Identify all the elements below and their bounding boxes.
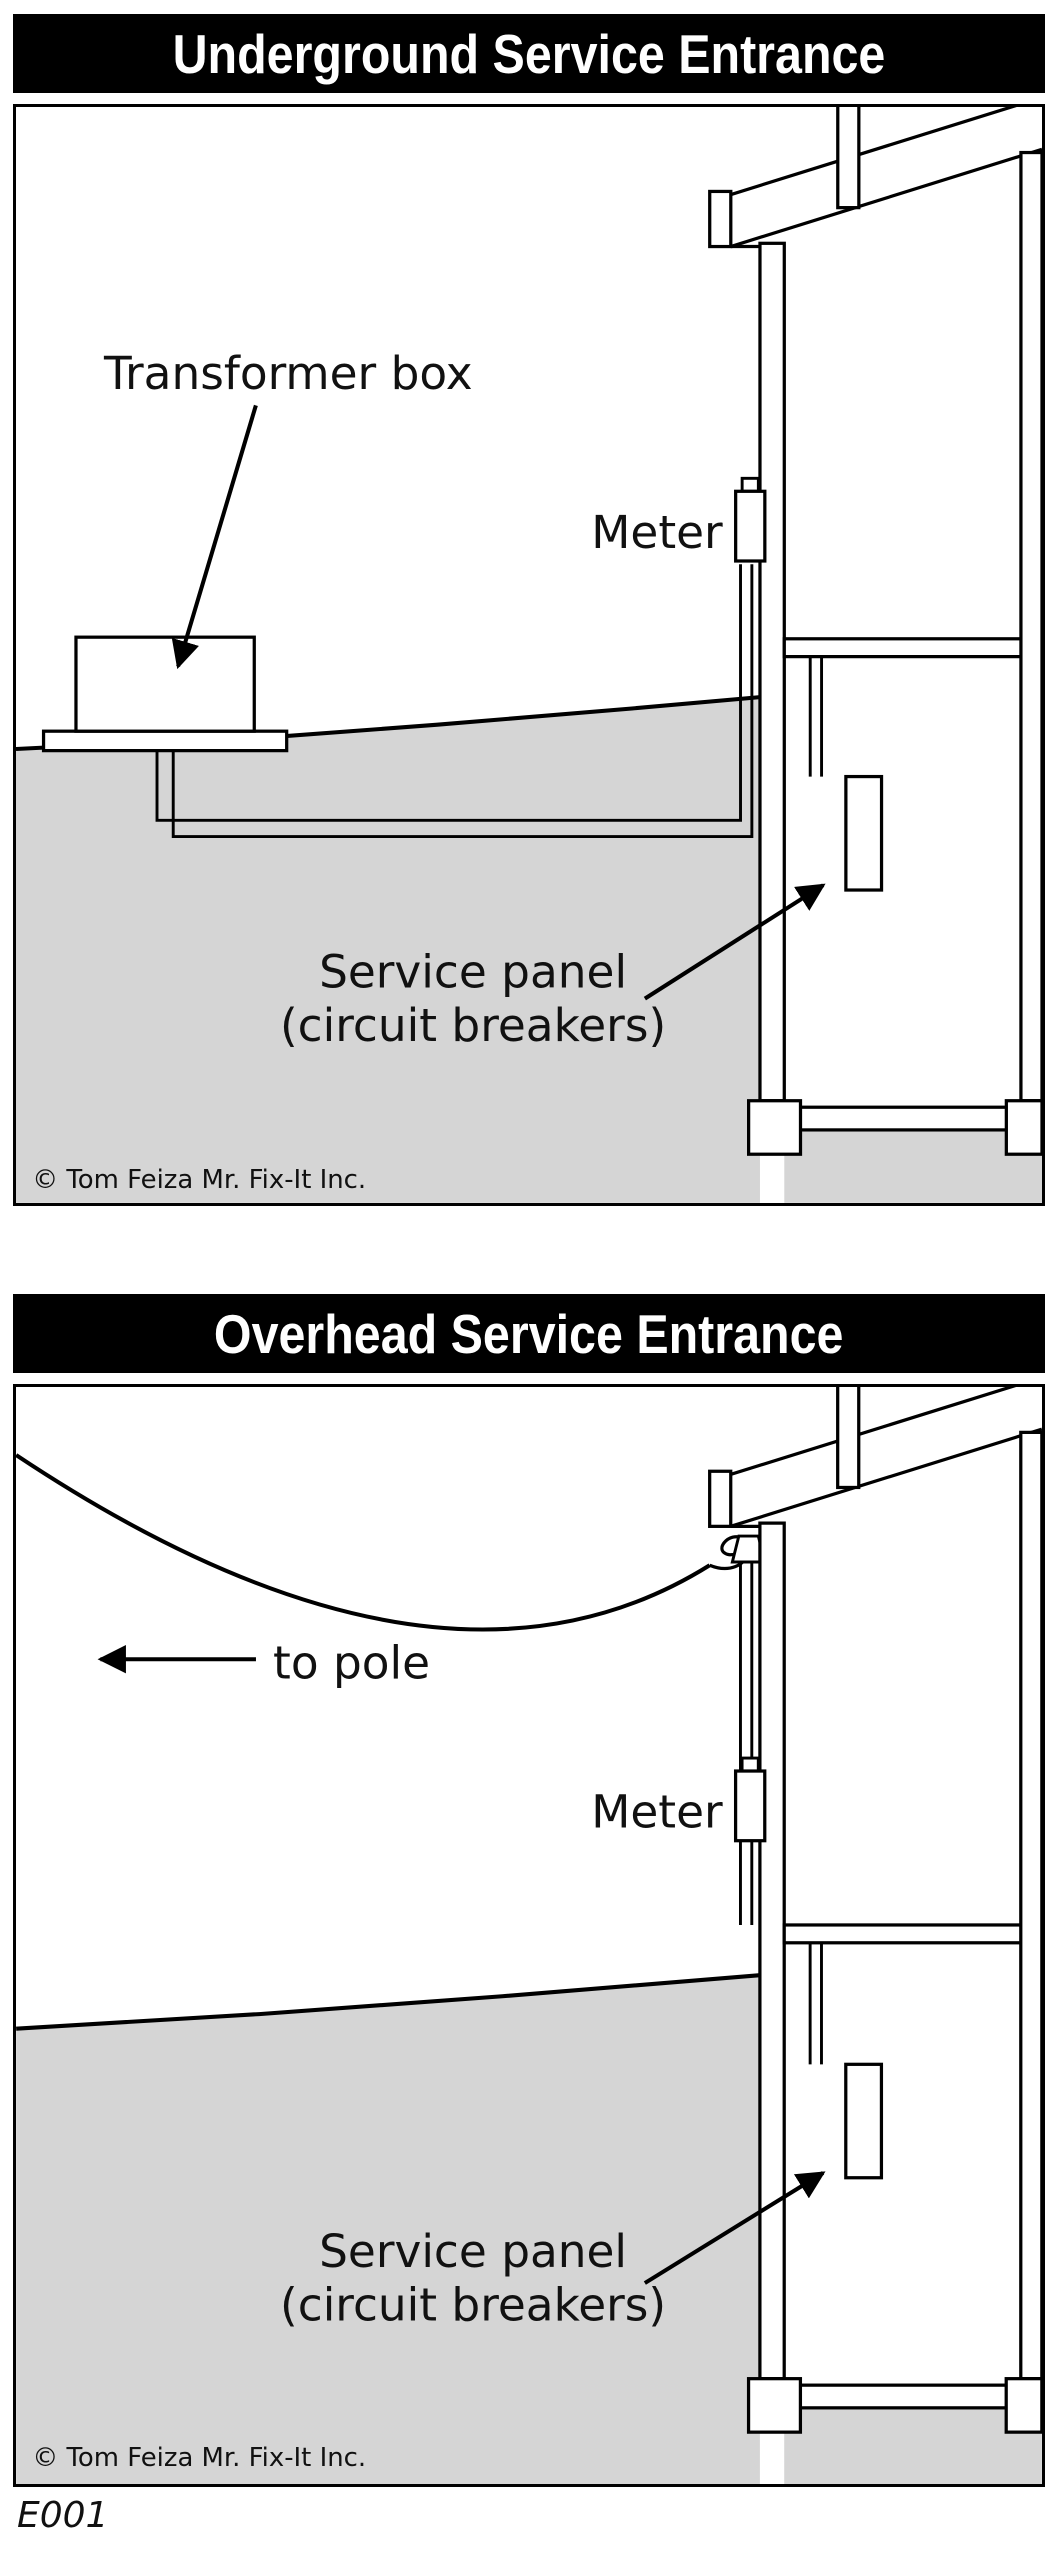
label-meter: Meter: [591, 506, 723, 559]
meter-box: [733, 1756, 767, 1843]
roof-lower-edge: [730, 147, 1042, 249]
label-meter: Meter: [591, 1786, 723, 1839]
house-structure: [708, 1387, 1042, 2434]
right-footing: [1004, 2377, 1042, 2434]
arrow-to-service-panel: [643, 2171, 826, 2285]
panel-overhead-title-bar: Overhead Service Entrance: [13, 1294, 1045, 1373]
label-service-panel-1: Service panel: [319, 2225, 627, 2278]
underground-conduit: [155, 564, 754, 838]
overhead-diagram-svg: to pole Meter Service panel (circuit bre…: [16, 1387, 1042, 2484]
label-service-panel-2: (circuit breakers): [280, 2278, 666, 2331]
ground-below-basement: [784, 2407, 1042, 2484]
exterior-wall: [758, 1521, 786, 2381]
transformer-box: [74, 635, 256, 733]
roof-lower-edge: [730, 1427, 1042, 1528]
diagram-underground: Transformer box Meter Service panel (cir…: [13, 104, 1045, 1206]
figure-code: E001: [17, 2495, 109, 2536]
label-service-panel-2: (circuit breakers): [280, 999, 666, 1052]
service-panel-box: [844, 2062, 884, 2180]
roof-fascia: [708, 189, 733, 249]
right-footing: [1004, 1099, 1042, 1156]
roof-fascia: [708, 1469, 733, 1528]
service-drop-wire: [16, 1453, 711, 1632]
roof-upper-edge: [709, 107, 1017, 203]
right-wall: [1019, 150, 1042, 1103]
interior-conduit: [808, 656, 824, 777]
basement-floor: [782, 1105, 1042, 1132]
wall-footing: [746, 2377, 803, 2434]
label-transformer-box: Transformer box: [103, 347, 473, 400]
first-floor: [782, 1923, 1042, 1945]
panel-overhead: Overhead Service Entrance: [13, 1294, 1045, 2487]
chimney: [836, 1387, 861, 1490]
panel-underground: Underground Service Entrance: [13, 14, 1045, 1206]
interior-conduit: [808, 1942, 823, 2065]
first-floor: [782, 637, 1042, 659]
service-panel-box: [844, 774, 884, 892]
right-wall: [1019, 1430, 1042, 2381]
exterior-wall: [758, 241, 786, 1103]
house-structure: [708, 107, 1042, 1156]
chimney: [836, 107, 861, 210]
ground-soil: [16, 1975, 760, 2484]
basement-floor: [782, 2383, 1042, 2410]
service-mast-conduit: [739, 1562, 754, 1925]
arrow-to-service-panel: [643, 883, 826, 1001]
ground-line: [16, 1973, 761, 2031]
roof-upper-edge: [709, 1387, 1017, 1483]
ground-below-basement: [784, 1129, 1042, 1203]
copyright-text: © Tom Feiza Mr. Fix-It Inc.: [32, 1165, 366, 1195]
diagram-overhead: to pole Meter Service panel (circuit bre…: [13, 1384, 1045, 2487]
label-to-pole: to pole: [273, 1637, 430, 1690]
panel-overhead-title: Overhead Service Entrance: [214, 1302, 844, 1365]
label-service-panel-1: Service panel: [319, 945, 627, 998]
transformer-pad: [41, 729, 289, 753]
wall-footing: [747, 1099, 803, 1156]
panel-underground-title: Underground Service Entrance: [172, 22, 886, 85]
ground-soil: [16, 697, 760, 1203]
arrow-to-transformer: [171, 404, 258, 670]
meter-box: [734, 476, 767, 563]
copyright-text: © Tom Feiza Mr. Fix-It Inc.: [32, 2443, 366, 2473]
underground-diagram-svg: Transformer box Meter Service panel (cir…: [16, 107, 1042, 1203]
panel-underground-title-bar: Underground Service Entrance: [13, 14, 1045, 93]
